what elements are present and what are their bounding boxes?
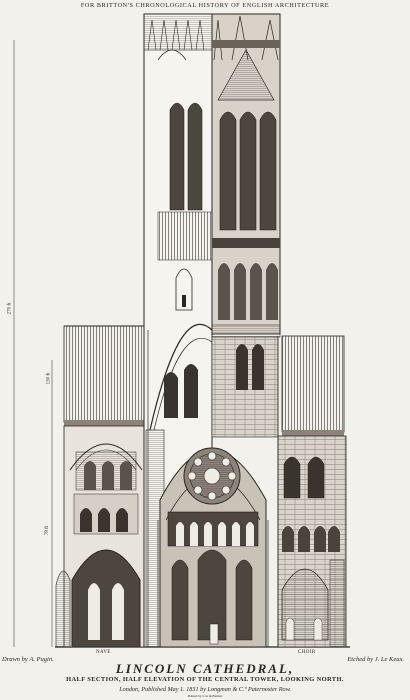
- scale-label-lower: 78 ft: [45, 525, 51, 536]
- tower-elevation-half: [211, 13, 281, 438]
- drawn-by-credit: Drawn by A. Pugin.: [2, 656, 54, 663]
- etched-by-credit: Etched by J. Le Keux.: [347, 656, 404, 663]
- scale-label-middle: 130 ft: [46, 372, 52, 385]
- nave-label: NAVE: [96, 650, 111, 655]
- scale-label-upper: 270 ft: [7, 302, 13, 315]
- plate-title: LINCOLN CATHEDRAL,: [115, 661, 295, 676]
- plate-header: FOR BRITTON'S CHRONOLOGICAL HISTORY OF E…: [80, 2, 330, 9]
- choir-label: CHOIR: [298, 650, 316, 655]
- buttresses: [147, 330, 279, 647]
- transept-front: [159, 447, 267, 648]
- plate-subtitle: HALF SECTION, HALF ELEVATION OF THE CENT…: [66, 676, 344, 683]
- publisher-line: London, Published May 1. 1831 by Longman…: [119, 686, 291, 693]
- choir-roof: [281, 335, 345, 436]
- nave-roof: [63, 325, 149, 426]
- choir-elevation: [277, 435, 347, 648]
- scale-ticks: [13, 40, 53, 647]
- nave-section: [55, 425, 149, 648]
- printer-line: Printed by Cox & Barnett: [187, 694, 223, 698]
